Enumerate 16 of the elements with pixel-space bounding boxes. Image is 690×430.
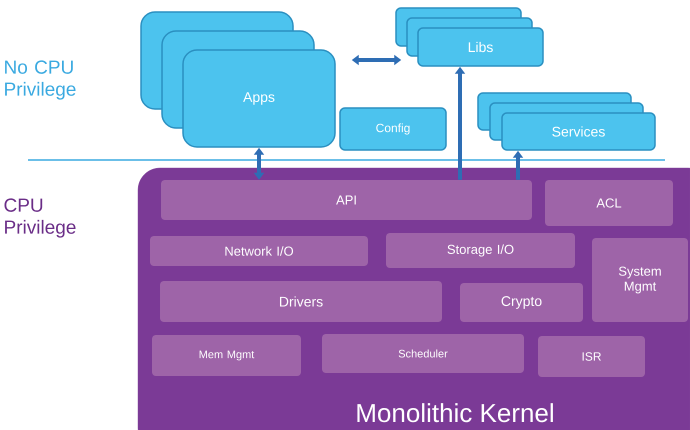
privilege-label: No CPU Privilege bbox=[5, 60, 76, 100]
module-box: Crypto bbox=[460, 283, 583, 322]
module-box: ISR bbox=[538, 336, 645, 377]
stacked-cards: Apps bbox=[140, 11, 336, 148]
module-box: ACL bbox=[545, 180, 673, 226]
module-box: Drivers bbox=[160, 281, 442, 322]
module-box: Mem Mgmt bbox=[152, 335, 301, 376]
module-box: Network I/O bbox=[150, 236, 368, 266]
module-box: System Mgmt bbox=[592, 238, 688, 322]
stacked-cards: Libs bbox=[395, 7, 544, 67]
module-box: API bbox=[161, 180, 532, 220]
module-box: Scheduler bbox=[322, 334, 524, 373]
stacked-cards: Services bbox=[477, 92, 656, 151]
module-box: Storage I/O bbox=[386, 233, 575, 268]
component-box: Config bbox=[339, 107, 447, 151]
privilege-label: CPU Privilege bbox=[4, 198, 76, 238]
